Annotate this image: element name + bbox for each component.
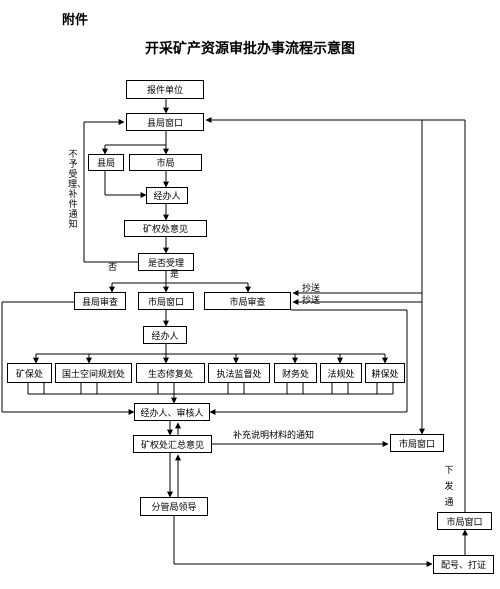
reject-note-label: 不予受理、补件通知: [68, 150, 87, 230]
dept-mine-safety-box: 矿保处: [7, 363, 52, 383]
rights-summary-box: 矿权处汇总意见: [133, 435, 212, 453]
accept-decision-box: 是否受理: [138, 253, 194, 271]
leader-box: 分管局领导: [140, 497, 208, 516]
city-bureau-box: 市局: [129, 154, 202, 171]
county-bureau-box: 县局: [88, 154, 124, 171]
handler-reviewer-box: 经办人、审核人: [134, 403, 210, 421]
city-review-box: 市局审查: [204, 292, 291, 310]
applicant-box: 报件单位: [126, 80, 204, 99]
dept-enforcement-box: 执法监督处: [208, 363, 270, 383]
county-review-box: 县局审查: [74, 292, 126, 310]
rights-opinion-box: 矿权处意见: [124, 220, 207, 237]
yes-label: 是: [170, 270, 180, 280]
dept-finance-box: 财务处: [274, 363, 317, 383]
supplement-notice-label: 补充说明材料的通知: [233, 431, 315, 441]
city-window-issue-box: 市局窗口: [437, 512, 492, 530]
page-title: 开采矿产资源审批办事流程示意图: [145, 41, 355, 57]
attachment-label: 附件: [62, 13, 89, 28]
handler-box-2: 经办人: [143, 326, 187, 344]
cc-label-1: 抄送: [302, 284, 321, 294]
dept-legal-box: 法规处: [320, 363, 362, 383]
issue-down-label: 下发通: [444, 466, 454, 508]
cc-label-2: 抄送: [302, 296, 321, 306]
dept-farmland-box: 耕保处: [365, 363, 405, 383]
no-label: 否: [108, 263, 118, 273]
handler-box-1: 经办人: [146, 187, 188, 204]
city-window-notice-box: 市局窗口: [390, 434, 444, 452]
dept-eco-restoration-box: 生态修复处: [136, 363, 205, 383]
numbering-printing-box: 配号、打证: [433, 555, 494, 574]
county-window-box: 县局窗口: [126, 113, 204, 131]
city-window-box: 市局窗口: [138, 292, 194, 310]
dept-land-planning-box: 国土空间规划处: [55, 363, 132, 383]
